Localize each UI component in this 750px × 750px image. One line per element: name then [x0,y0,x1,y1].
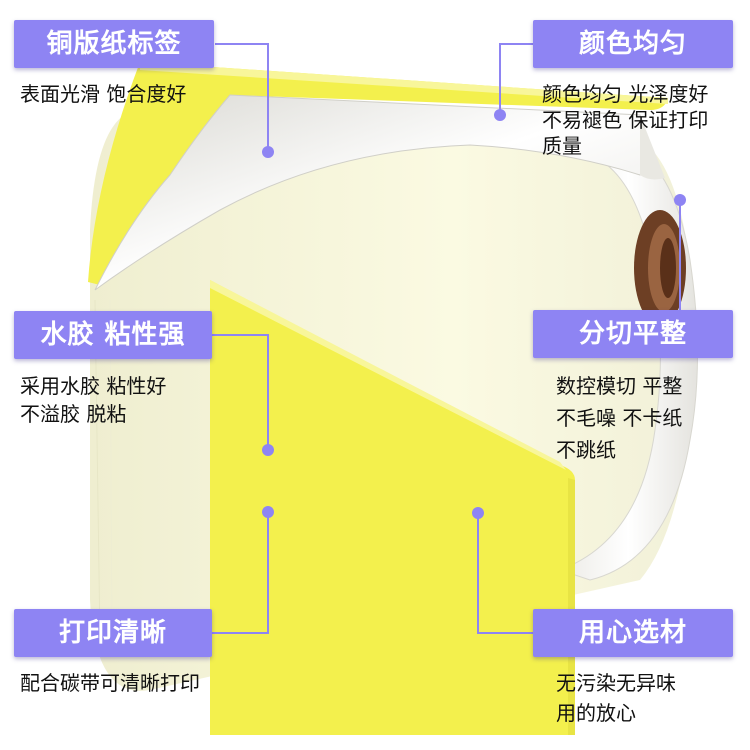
peeled-liner [94,94,648,291]
desc-die-cut-line-3: 不跳纸 [556,438,616,462]
desc-water-glue-line-2: 不溢胶 脱粘 [20,402,127,426]
desc-coated-paper-line-1: 表面光滑 饱合度好 [20,82,187,106]
desc-clear-print-line-1: 配合碳带可清晰打印 [20,671,200,695]
desc-color-uniform-line-3: 质量 [542,134,582,158]
badge-coated-paper: 铜版纸标签 [14,20,214,68]
bottom-label [210,280,575,735]
badge-die-cut: 分切平整 [533,310,733,358]
desc-material-line-1: 无污染无异味 [556,671,676,695]
badge-water-glue: 水胶 粘性强 [14,311,212,359]
badge-material: 用心选材 [533,609,733,657]
desc-color-uniform-line-1: 颜色均匀 光泽度好 [542,82,709,106]
desc-die-cut-line-1: 数控模切 平整 [556,374,683,398]
desc-water-glue-line-1: 采用水胶 粘性好 [20,374,167,398]
badge-clear-print: 打印清晰 [14,609,212,657]
top-label [88,62,668,285]
desc-material-line-2: 用的放心 [556,701,636,725]
desc-die-cut-line-2: 不毛噪 不卡纸 [556,406,683,430]
badge-color-uniform: 颜色均匀 [533,20,733,68]
desc-color-uniform-line-2: 不易褪色 保证打印 [542,108,709,132]
connector-dots [262,109,686,519]
